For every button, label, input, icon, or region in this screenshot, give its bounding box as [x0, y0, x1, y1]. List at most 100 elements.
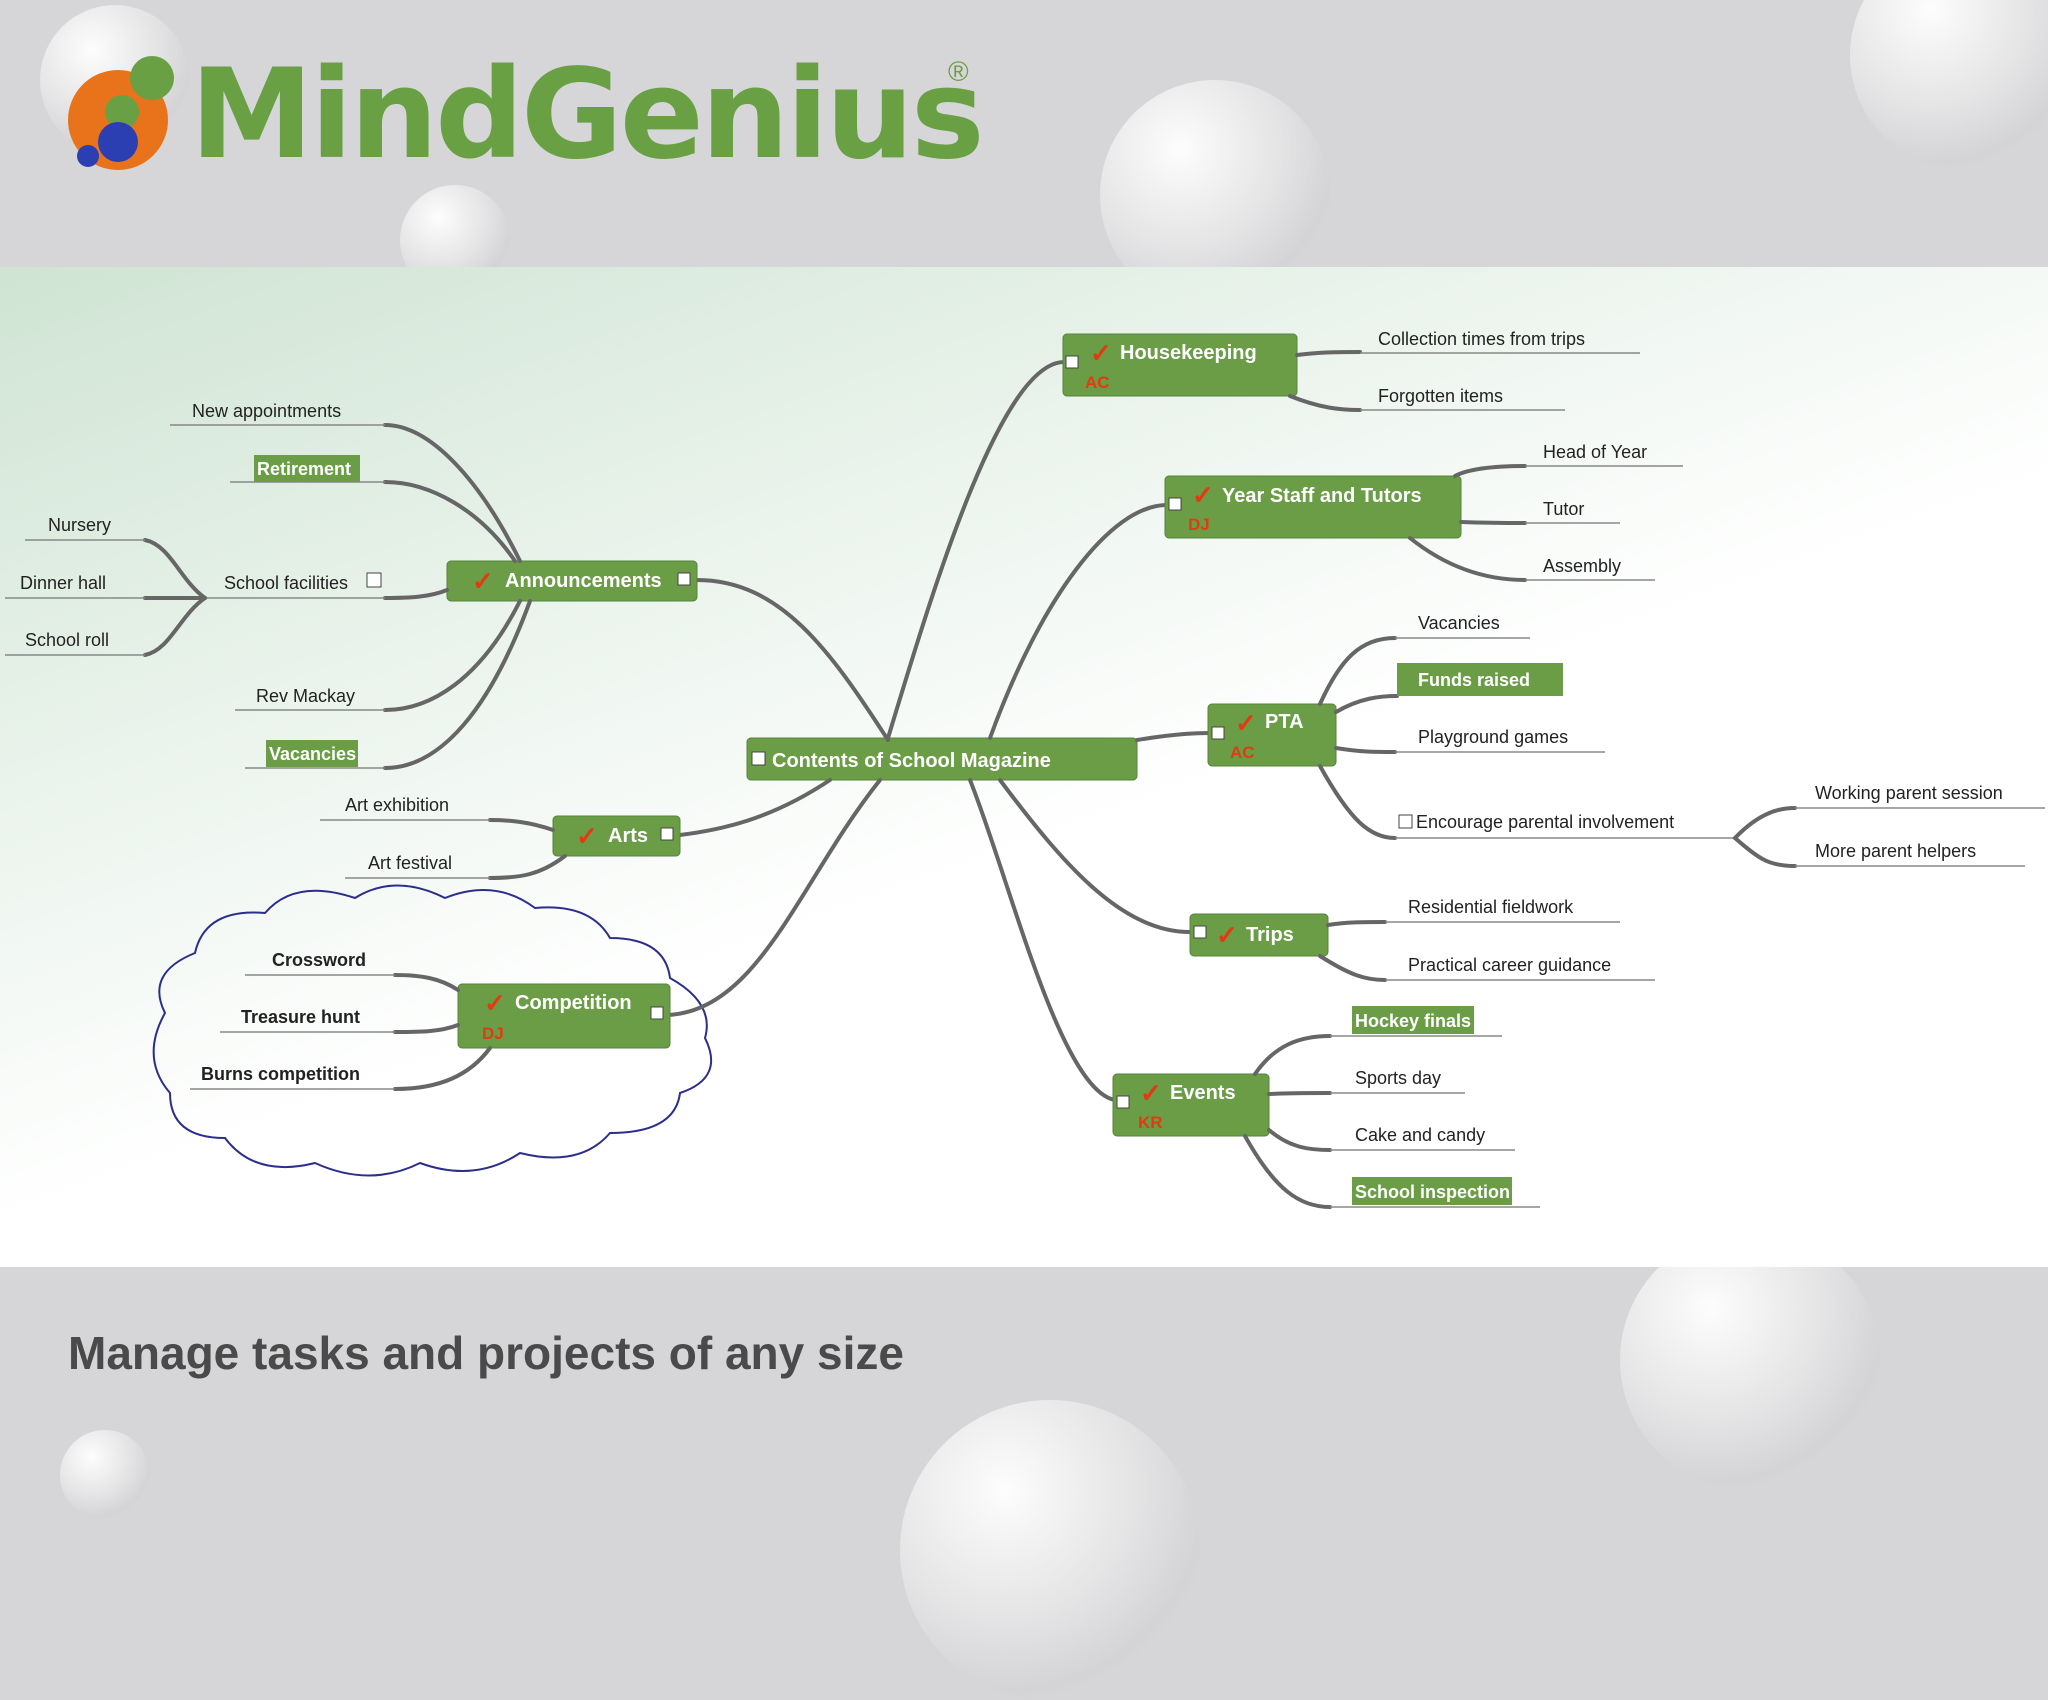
- decorative-bubble: [60, 1430, 150, 1520]
- collapse-icon[interactable]: [1116, 1095, 1130, 1109]
- owner-label: AC: [1230, 743, 1255, 762]
- leaf-topic[interactable]: Collection times from trips: [1378, 329, 1585, 349]
- leaf-topic[interactable]: Nursery: [48, 515, 111, 535]
- leaf-topic[interactable]: Forgotten items: [1378, 386, 1503, 406]
- branch-title: PTA: [1265, 711, 1304, 733]
- connector: [1243, 1134, 1332, 1209]
- collapse-icon[interactable]: [1211, 726, 1225, 740]
- connector: [1135, 731, 1212, 742]
- connector: [1334, 746, 1397, 754]
- leaf-topic[interactable]: Art festival: [368, 853, 452, 873]
- logo-icon: [68, 56, 174, 170]
- owner-label: DJ: [482, 1024, 504, 1043]
- mindgenius-logo: MindGenius ®: [60, 50, 1020, 180]
- checkmark-icon: ✓: [1192, 480, 1214, 510]
- leaf-topic-highlighted[interactable]: Hockey finals: [1355, 1011, 1471, 1031]
- connector: [1733, 806, 1797, 840]
- leaf-topic[interactable]: Dinner hall: [20, 573, 106, 593]
- decorative-bubble: [1850, 0, 2048, 170]
- branch-node-events[interactable]: [1112, 1073, 1270, 1137]
- highlighted-topic-bg: [266, 740, 358, 767]
- branch-node-arts[interactable]: [552, 815, 681, 857]
- branch-title: Announcements: [505, 570, 662, 592]
- leaf-topic[interactable]: Working parent session: [1815, 783, 2003, 803]
- checkmark-icon: ✓: [576, 821, 598, 851]
- connector: [678, 778, 832, 837]
- connector: [695, 578, 890, 742]
- collapse-icon[interactable]: [1168, 497, 1182, 511]
- leaf-topic[interactable]: More parent helpers: [1815, 841, 1976, 861]
- connector: [383, 480, 517, 563]
- branch-title: Year Staff and Tutors: [1222, 485, 1422, 507]
- branch-node-announcements[interactable]: [446, 560, 698, 602]
- leaf-topic[interactable]: Tutor: [1543, 499, 1584, 519]
- leaf-topic[interactable]: Treasure hunt: [241, 1007, 360, 1027]
- collapse-icon[interactable]: [677, 572, 691, 586]
- connector: [143, 596, 207, 657]
- checkmark-icon: ✓: [1216, 920, 1238, 950]
- competition-cloud-boundary: [152, 884, 713, 1177]
- leaf-topic-highlighted[interactable]: Vacancies: [269, 744, 356, 764]
- leaf-topic[interactable]: Practical career guidance: [1408, 955, 1611, 975]
- leaf-topic[interactable]: Assembly: [1543, 556, 1621, 576]
- connector: [143, 538, 207, 600]
- owner-label: KR: [1138, 1113, 1163, 1132]
- connector: [383, 588, 449, 600]
- branch-node-year-staff[interactable]: [1164, 475, 1462, 539]
- branch-node-housekeeping[interactable]: [1062, 333, 1298, 397]
- leaf-topic-highlighted[interactable]: Funds raised: [1418, 670, 1530, 690]
- connector: [1733, 836, 1797, 868]
- leaf-topic[interactable]: Playground games: [1418, 727, 1568, 747]
- connector: [1453, 464, 1527, 478]
- leaf-topic-highlighted[interactable]: Retirement: [257, 459, 351, 479]
- connector: [393, 973, 460, 992]
- leaf-topic-highlighted[interactable]: School inspection: [1355, 1182, 1510, 1202]
- highlighted-topic-bg: [254, 455, 360, 482]
- connector: [1267, 1091, 1332, 1096]
- collapse-icon[interactable]: [751, 751, 766, 766]
- connector: [1288, 394, 1362, 412]
- leaf-topic[interactable]: Cake and candy: [1355, 1125, 1485, 1145]
- leaf-topic[interactable]: Crossword: [272, 950, 366, 970]
- collapse-icon[interactable]: [650, 1006, 664, 1020]
- leaf-topic[interactable]: School roll: [25, 630, 109, 650]
- connector: [1318, 764, 1397, 840]
- connector: [1334, 694, 1399, 714]
- connector: [1253, 1034, 1332, 1076]
- connector: [383, 599, 522, 712]
- connector: [488, 818, 555, 832]
- connector: [886, 359, 1067, 740]
- connector: [1318, 954, 1387, 982]
- connector: [988, 503, 1169, 740]
- checkmark-icon: ✓: [472, 566, 494, 596]
- mind-map: Contents of School Magazine ✓ Housekeepi…: [5, 329, 2045, 1209]
- collapse-icon[interactable]: [1065, 355, 1079, 369]
- branch-node-competition[interactable]: [457, 983, 671, 1049]
- branch-node-pta[interactable]: [1207, 703, 1337, 767]
- leaf-topic[interactable]: New appointments: [192, 401, 341, 421]
- collapse-icon[interactable]: [366, 572, 382, 588]
- collapse-icon[interactable]: [1398, 814, 1413, 829]
- leaf-topic[interactable]: Encourage parental involvement: [1416, 812, 1674, 832]
- central-node[interactable]: [746, 737, 1138, 781]
- connector: [666, 778, 882, 1017]
- connector: [998, 778, 1192, 934]
- leaf-topic[interactable]: Burns competition: [201, 1064, 360, 1084]
- collapse-icon[interactable]: [1193, 925, 1207, 939]
- leaf-topic[interactable]: Residential fieldwork: [1408, 897, 1574, 917]
- connector: [488, 854, 567, 880]
- slide-caption: Manage tasks and projects of any size: [68, 1327, 904, 1379]
- leaf-topic[interactable]: Head of Year: [1543, 442, 1647, 462]
- leaf-topic[interactable]: School facilities: [224, 573, 348, 593]
- leaf-topic[interactable]: Art exhibition: [345, 795, 449, 815]
- highlighted-topic-bg: [1397, 663, 1563, 696]
- leaf-topic[interactable]: Rev Mackay: [256, 686, 355, 706]
- branch-title: Events: [1170, 1082, 1236, 1104]
- collapse-icon[interactable]: [660, 827, 674, 841]
- leaf-topic[interactable]: Sports day: [1355, 1068, 1441, 1088]
- checkmark-icon: ✓: [1140, 1078, 1162, 1108]
- leaf-topic[interactable]: Vacancies: [1418, 613, 1500, 633]
- owner-label: AC: [1085, 373, 1110, 392]
- owner-label: DJ: [1188, 515, 1210, 534]
- branch-node-trips[interactable]: [1189, 913, 1329, 957]
